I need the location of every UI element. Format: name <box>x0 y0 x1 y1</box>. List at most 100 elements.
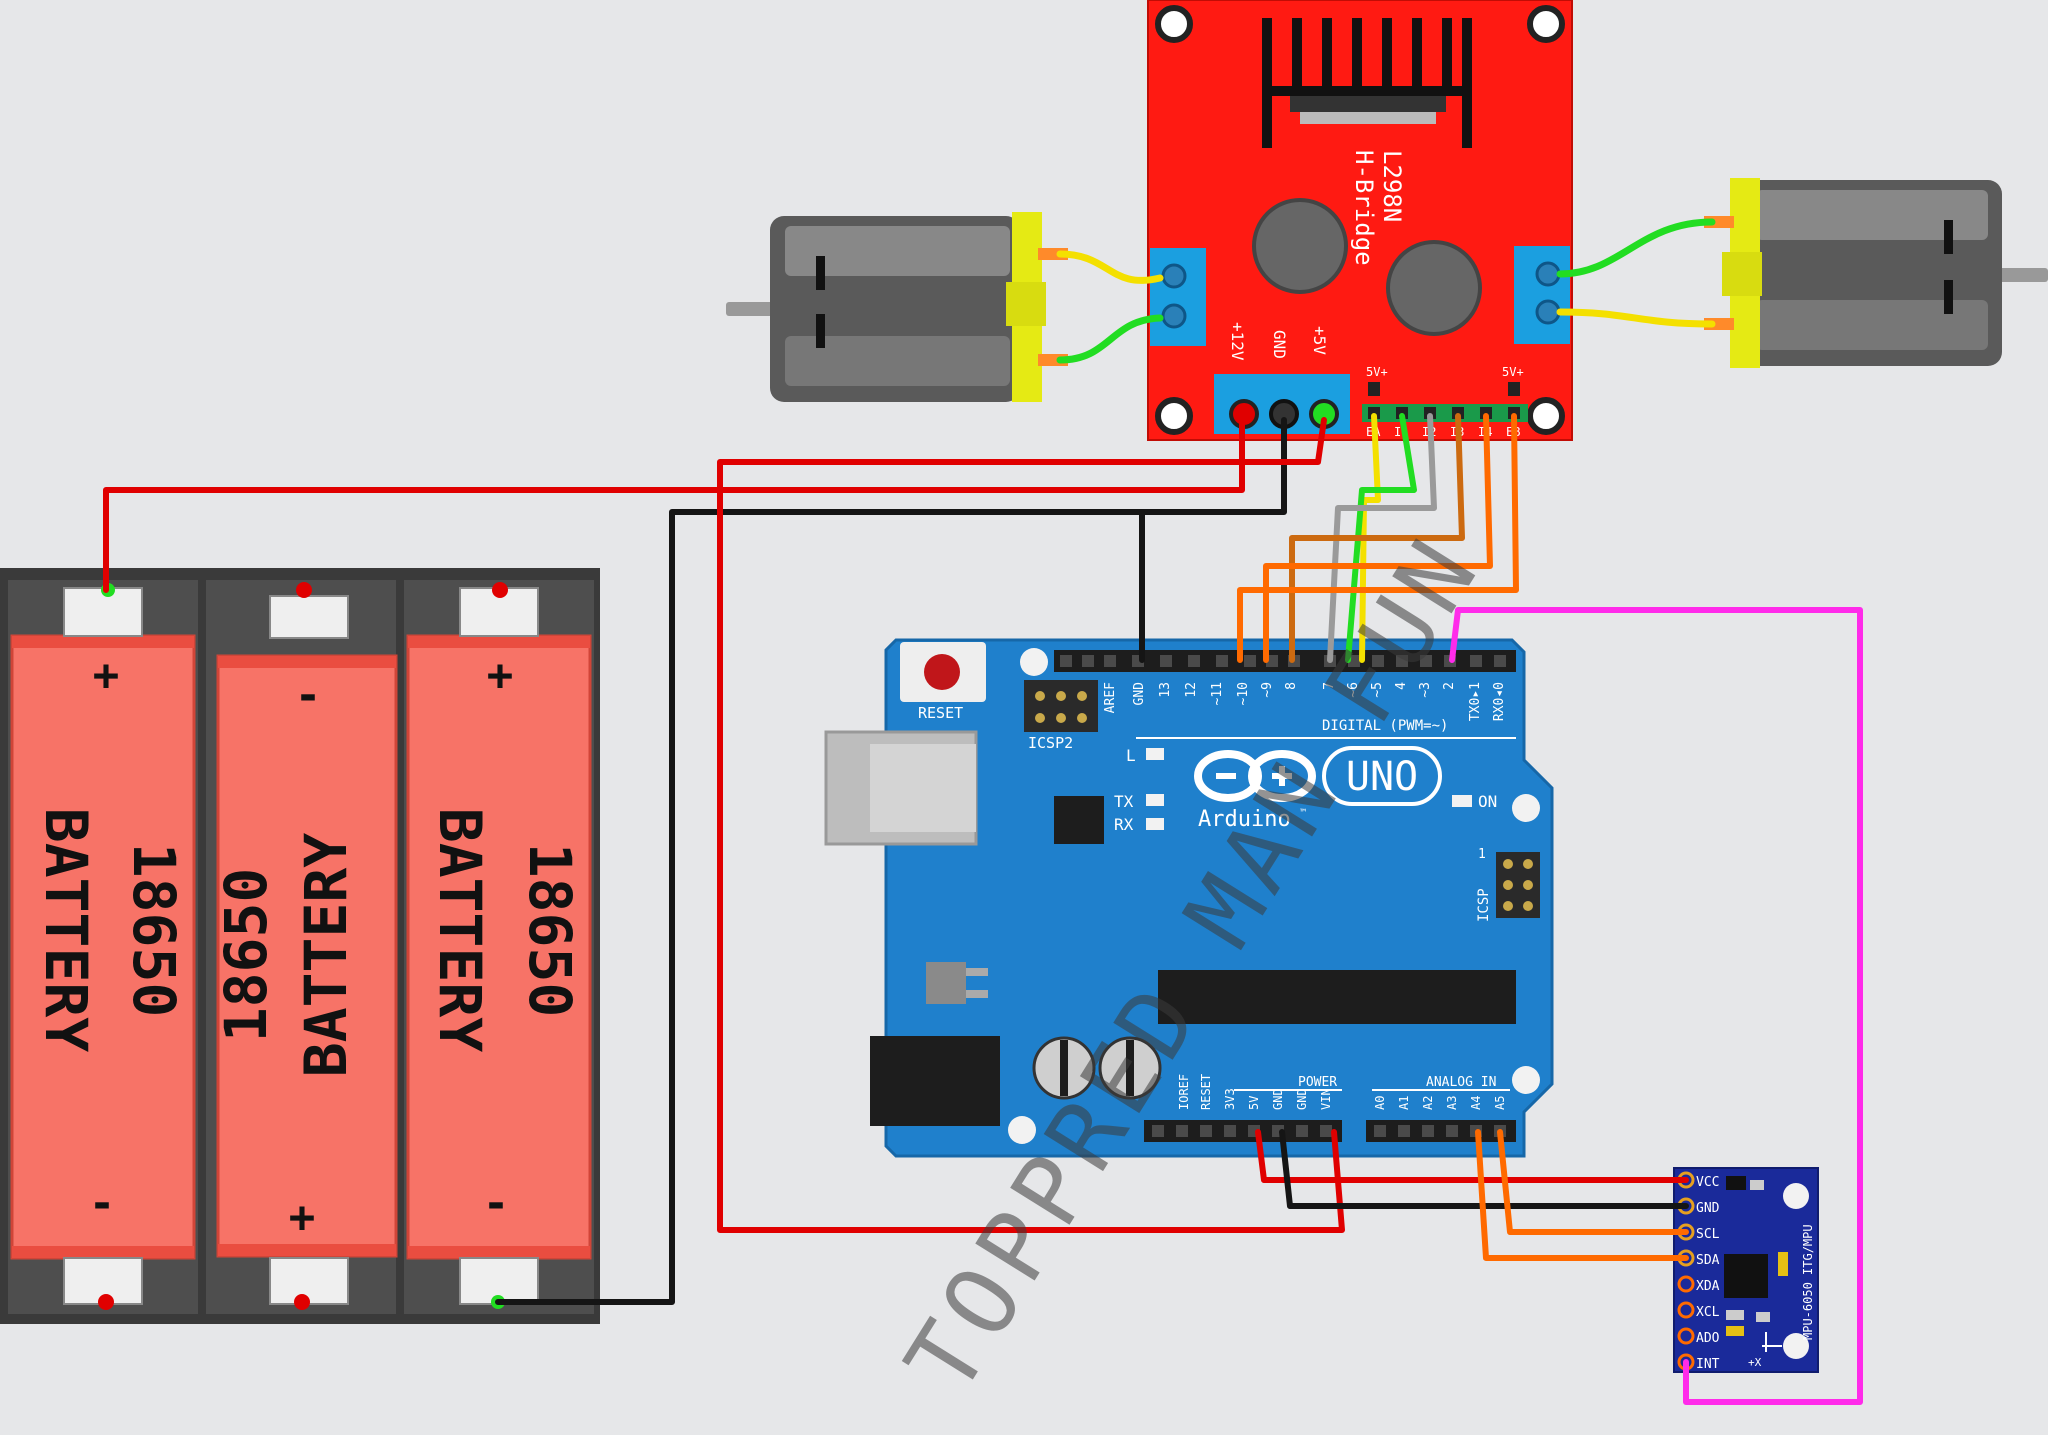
driver-name: L298N <box>1378 150 1406 222</box>
icsp2-header <box>1024 680 1098 732</box>
voltage-regulator <box>926 962 966 1004</box>
battery-label-bottom: BATTERY <box>426 808 494 1053</box>
arduino-trademark: ™ <box>1300 808 1306 819</box>
icsp-label: ICSP <box>1476 888 1492 922</box>
wire-enb <box>1237 413 1519 663</box>
wire-mpu-vcc <box>1255 1129 1689 1183</box>
led-tx-label: TX <box>1114 792 1134 811</box>
battery-cell-1: + - 18650 BATTERY <box>8 580 198 1314</box>
wire-mpu-gnd <box>1279 1129 1689 1209</box>
driver-subtitle: H-Bridge <box>1350 150 1378 266</box>
led-on <box>1452 795 1472 807</box>
battery-contact <box>492 582 508 598</box>
digital-pin-label: ~6 <box>1346 682 1361 698</box>
motor-terminal-left <box>1150 248 1206 346</box>
mpu-pin-label: SDA <box>1696 1253 1720 1268</box>
wire-in2 <box>1327 413 1437 663</box>
digital-pin-label: 7 <box>1322 682 1337 690</box>
mpu-chip <box>1724 1254 1768 1298</box>
digital-pin-label: RX0◂0 <box>1492 682 1507 721</box>
digital-pin-label: 13 <box>1158 682 1173 698</box>
mpu6050-module: VCC GND SCL SDA XDA XCL ADO INT MPU-6050… <box>1673 1167 1819 1373</box>
analog-pin-label: A0 <box>1373 1096 1387 1110</box>
digital-pin-label: 8 <box>1284 682 1299 690</box>
digital-pin-label: GND <box>1132 682 1147 706</box>
led-tx <box>1146 794 1164 806</box>
icsp-header <box>1496 852 1540 918</box>
led-l-label: L <box>1126 746 1136 765</box>
analog-pin-label: A2 <box>1421 1096 1435 1110</box>
driver-heatsink <box>1262 18 1472 148</box>
dc-motor-right <box>1704 178 2048 368</box>
wire-mpu-int <box>1449 607 1863 1405</box>
analog-label: ANALOG IN <box>1426 1075 1496 1090</box>
mpu-pin-label: INT <box>1696 1357 1720 1372</box>
arduino-logo-icon <box>1194 750 1316 802</box>
digital-pin-label: 4 <box>1394 682 1409 690</box>
battery-cell-2: - + 18650 BATTERY <box>206 580 398 1314</box>
icsp2-label: ICSP2 <box>1028 734 1073 752</box>
driver-power-pin-label: +5V <box>1310 326 1329 355</box>
mpu-pin-label: XCL <box>1696 1305 1720 1320</box>
power-pin-label: GND <box>1271 1088 1285 1110</box>
arduino-uno: RESET ICSP2 AREF GND 13 12 ~11 ~10 ~9 8 … <box>824 638 1554 1158</box>
battery-sign-bottom: + <box>289 1192 316 1243</box>
battery-label-top: 18650 <box>516 843 584 1018</box>
battery-terminal <box>63 587 143 637</box>
battery-label-bottom: BATTERY <box>32 808 100 1053</box>
capacitor <box>1252 198 1348 294</box>
battery-sign-bottom: - <box>89 1178 116 1229</box>
motor-terminal-right <box>1514 246 1570 344</box>
analog-pin-label: A3 <box>1445 1096 1459 1110</box>
power-label: POWER <box>1298 1075 1337 1090</box>
wire-ena <box>1359 413 1381 663</box>
wire-vin <box>717 417 1345 1233</box>
wire-battery-positive <box>103 417 1245 593</box>
power-pin-label: IOREF <box>1177 1074 1191 1110</box>
power-pin-label: VIN <box>1319 1088 1333 1110</box>
power-pin-label: GND <box>1295 1088 1309 1110</box>
wire-motor-right-a <box>1556 218 1716 278</box>
battery-sign-top: + <box>487 650 514 701</box>
analog-pin-label: A4 <box>1469 1096 1483 1110</box>
driver-header-5v-left: 5V+ <box>1366 365 1388 379</box>
battery-sign-top: + <box>93 650 120 701</box>
battery-label-top: 18650 <box>120 843 188 1018</box>
dc-motor-left <box>726 212 1068 402</box>
driver-control-header <box>1362 404 1528 422</box>
battery-contact <box>98 1294 114 1310</box>
analog-pin-label: A1 <box>1397 1096 1411 1110</box>
digital-pin-label: ~11 <box>1210 682 1225 705</box>
icsp-pin-one: 1 <box>1478 847 1486 862</box>
digital-pin-label: ~3 <box>1418 682 1433 698</box>
wires <box>103 218 1863 1405</box>
led-rx <box>1146 818 1164 830</box>
power-header-pins <box>1152 1125 1332 1137</box>
analog-header <box>1366 1120 1516 1142</box>
mpu-axis-label: +X <box>1748 1356 1762 1369</box>
wire-mpu-scl <box>1497 1129 1689 1235</box>
on-label: ON <box>1478 792 1497 811</box>
uno-badge <box>1322 746 1442 806</box>
wire-in3 <box>1289 413 1465 663</box>
analog-pin-label: A5 <box>1493 1096 1507 1110</box>
digital-pin-label: AREF <box>1103 682 1118 713</box>
uno-label: UNO <box>1346 754 1418 800</box>
battery-label-top: 18650 <box>212 868 280 1043</box>
battery-sign-top: - <box>295 670 322 721</box>
arduino-wordmark: Arduino <box>1198 807 1291 832</box>
driver-power-pin-label: +12V <box>1228 322 1247 361</box>
capacitor <box>1386 240 1482 336</box>
battery-terminal <box>269 1257 349 1305</box>
mpu-pin-label: VCC <box>1696 1175 1719 1190</box>
battery-label-bottom: BATTERY <box>292 833 360 1078</box>
power-pin-label: RESET <box>1199 1074 1213 1110</box>
wire-in4 <box>1263 413 1493 663</box>
battery-contact <box>296 582 312 598</box>
digital-pin-label: 12 <box>1184 682 1199 698</box>
digital-pin-label: ~10 <box>1236 682 1251 705</box>
reset-label: RESET <box>918 704 963 722</box>
battery-holder: + - 18650 BATTERY - + 18650 BATTERY + <box>0 568 600 1324</box>
wire-in1 <box>1345 413 1417 663</box>
